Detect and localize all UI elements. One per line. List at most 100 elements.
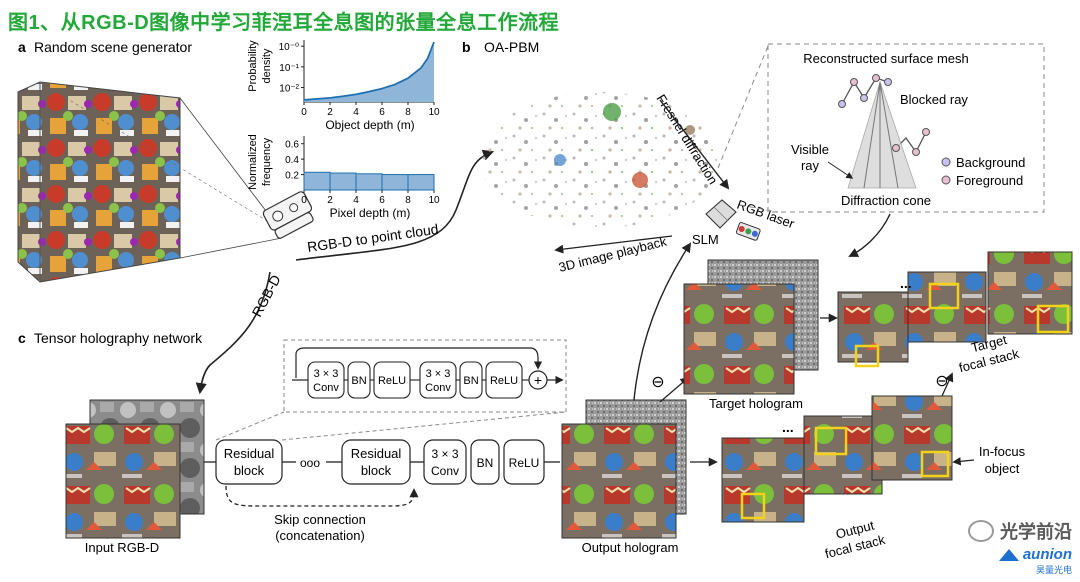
input-rgbd-image [65,399,205,539]
residual-block-1: Residual block [215,439,283,485]
chart-bottom-ylabel-2: frequency [261,137,273,186]
chart-bottom-xtick: 8 [405,195,411,206]
legend-background-dot [941,157,951,167]
svg-text:Conv: Conv [425,382,451,394]
visible-ray-label-1: Visible [791,142,829,157]
svg-text:3 × 3: 3 × 3 [314,368,339,380]
out-focus-box-3 [920,450,950,478]
panel-b-label: OA-PBM [484,39,539,55]
mesh-label: Reconstructed surface mesh [803,51,968,66]
arrow-rgbd-label: RGB-D [249,272,284,319]
conv-block-main: 3 × 3 Conv [423,439,467,485]
chart-bottom-xtick: 4 [353,195,359,206]
skip-label-2: (concatenation) [275,528,365,543]
watermark-brand: 光学前沿 [1000,522,1072,542]
svg-text:ReLU: ReLU [509,456,540,470]
playback-label: 3D image playback [557,233,668,274]
arrow-fresnel [659,99,730,190]
out-focus-box-1 [740,492,766,520]
wechat-icon [968,520,994,542]
mesh-foreground-point [892,144,900,152]
svg-text:BN: BN [477,456,494,470]
rgb-laser-icon [735,222,761,241]
random-scene-cube [17,81,283,283]
chart-top-xtick: 8 [405,107,411,118]
chart-top-xlabel: Object depth (m) [325,118,414,132]
watermark: 光学前沿 aunion 昊量光电 [968,518,1072,576]
output-stack-ellipsis: ... [782,419,794,435]
arrow-playback [554,235,673,254]
in-focus-label-1: In-focus [979,444,1026,459]
minus-focal: ⊖ [935,373,948,390]
mesh-foreground-point [872,74,880,82]
legend-foreground-dot [941,175,951,185]
arrow-rgbd-down [195,271,271,395]
svg-text:BN: BN [351,375,366,387]
panel-c-label: Tensor holography network [34,330,203,346]
out-focus-box-2 [814,426,848,456]
chart-bottom-xtick: 0 [301,195,307,206]
mesh-foreground-point [912,148,920,156]
arrow-hologram-to-slm [633,242,692,401]
detail-bn-1: BN [347,361,371,399]
watermark-logo: aunion [1022,546,1072,563]
aunion-logo-icon [998,548,1019,561]
focus-box-3 [1036,304,1070,334]
visible-ray-label-2: ray [801,158,820,173]
arrow-minus-focal [941,372,954,397]
svg-text:BN: BN [463,375,478,387]
chart-top-ytick: 10⁻¹ [279,63,299,74]
arrow-in-focus [952,457,975,466]
chart-bottom-xtick: 2 [327,195,333,206]
svg-text:Residual: Residual [351,446,402,461]
arrow-to-target-hologram [659,376,690,403]
legend-foreground-label: Foreground [956,173,1023,188]
watermark-sub: 昊量光电 [1035,565,1072,575]
in-focus-label-2: object [985,461,1020,476]
chart-top-ylabel-2: density [261,48,273,83]
diffraction-cone-shape [847,80,917,189]
chart-top-xtick: 4 [353,107,359,118]
slm-label: SLM [692,232,719,247]
chart-bottom-xlabel: Pixel depth (m) [330,206,411,220]
bn-block-main: BN [470,439,500,485]
target-hologram-image [683,259,819,395]
chart-top-ytick: 10⁻⁰ [279,42,299,53]
svg-text:+: + [534,372,542,388]
focus-box-1 [854,344,880,368]
output-focal-stack [721,395,953,523]
skip-connection-arrow [225,485,419,507]
mesh-foreground-point [850,78,858,86]
cone-label: Diffraction cone [841,193,931,208]
ellipsis-blocks: ooo [300,456,320,470]
chart-top-ylabel-1: Probability [247,40,259,92]
mesh-foreground-point [922,128,930,136]
input-caption: Input RGB-D [85,540,159,555]
minus-hologram: ⊖ [651,374,664,391]
panel-b-letter: b [462,39,471,55]
residual-block-2: Residual block [341,439,411,485]
arrow-inset-to-target [848,213,891,257]
chart-bottom-ytick: 0.2 [285,171,299,182]
figure-title: 图1、从RGB-D图像中学习菲涅耳全息图的张量全息工作流程 [8,12,560,34]
arrow-point-cloud-label: RGB-D to point cloud [306,221,439,255]
detail-relu-1: ReLU [373,361,411,399]
svg-text:3 × 3: 3 × 3 [426,368,451,380]
focus-box-2 [928,282,960,310]
mesh-background-point [884,78,892,86]
chart-bottom-bar [303,171,331,191]
skip-label-1: Skip connection [274,512,366,527]
chart-top-area [304,42,434,102]
arrow-to-point-cloud [295,149,495,261]
svg-text:Residual: Residual [224,446,275,461]
point-cloud-image [480,92,720,228]
legend-background-label: Background [956,155,1025,170]
output-hologram-image [561,399,687,539]
chart-bottom-bar [355,173,383,191]
detail-conv-2: 3 × 3 Conv [419,361,457,399]
chart-bottom-bar [329,172,357,191]
chart-top-xtick: 6 [379,107,385,118]
